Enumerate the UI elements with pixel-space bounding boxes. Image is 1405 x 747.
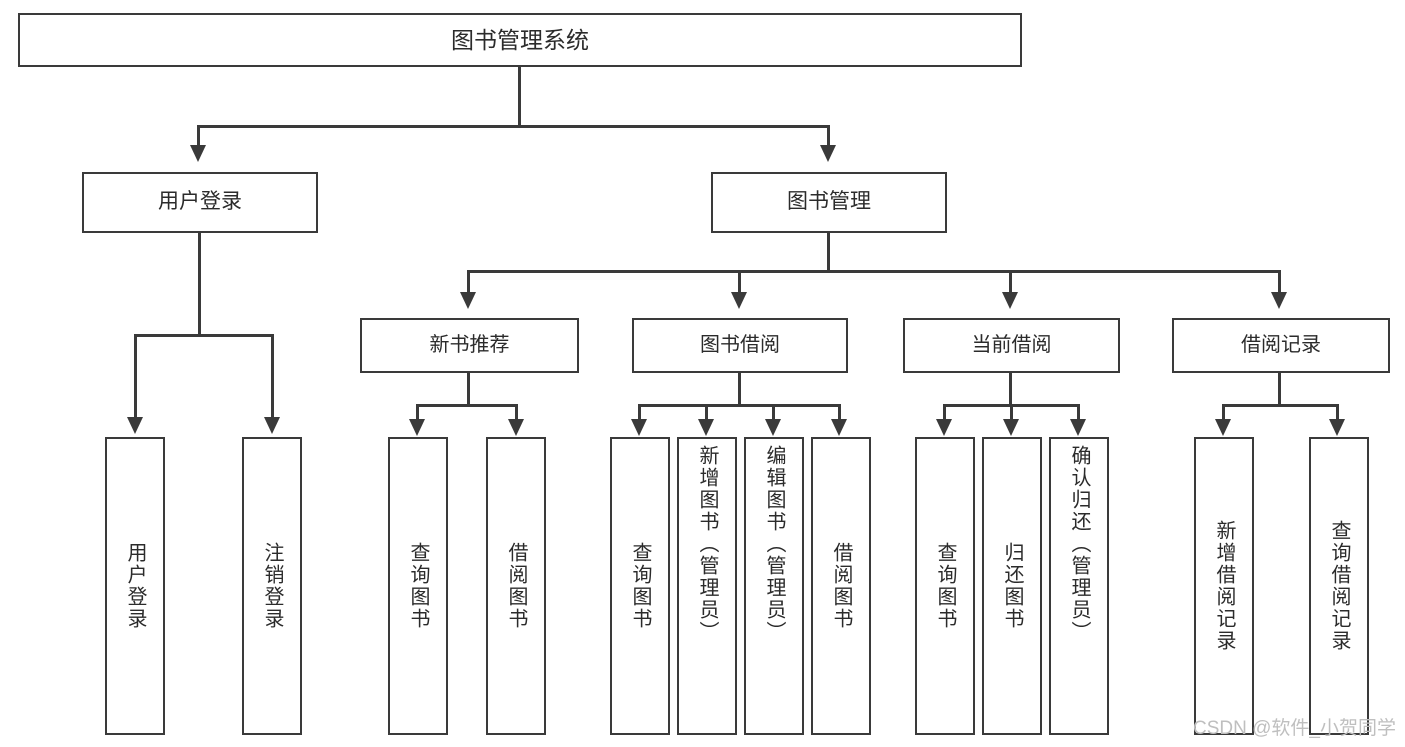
arrow-newbook-l1 — [409, 419, 425, 436]
leaf-currentborrow-return-book[interactable]: 归还图书 — [982, 437, 1042, 735]
connector-bookmgmt-bus — [467, 270, 1281, 273]
node-new-book-recommend[interactable]: 新书推荐 — [360, 318, 579, 373]
arrow-bookmgmt-c3 — [1002, 292, 1018, 309]
node-user-login[interactable]: 用户登录 — [82, 172, 318, 233]
node-root-system[interactable]: 图书管理系统 — [18, 13, 1022, 67]
node-book-borrow[interactable]: 图书借阅 — [632, 318, 848, 373]
arrow-root-to-userlogin — [190, 145, 206, 162]
node-borrow-record[interactable]: 借阅记录 — [1172, 318, 1390, 373]
connector-bookmgmt-stem — [827, 233, 830, 272]
connector-bookborrow-stem — [738, 373, 741, 406]
node-label: 借阅图书 — [830, 542, 852, 630]
arrow-newbook-l2 — [508, 419, 524, 436]
node-label: 确认归还（管理员） — [1068, 445, 1090, 643]
arrow-bookborrow-l4 — [831, 419, 847, 436]
connector-bookmgmt-c1 — [467, 270, 470, 294]
connector-userlogin-leaf2 — [271, 334, 274, 419]
connector-newbook-bus — [416, 404, 518, 407]
node-label: 图书管理系统 — [451, 26, 589, 53]
connector-borrowrecord-l2 — [1336, 404, 1339, 421]
connector-bookborrow-l2 — [705, 404, 708, 421]
arrow-bookmgmt-c2 — [731, 292, 747, 309]
leaf-newbook-query-book[interactable]: 查询图书 — [388, 437, 448, 735]
connector-bookborrow-bus — [638, 404, 840, 407]
node-label: 新增图书（管理员） — [696, 445, 718, 643]
node-label: 新书推荐 — [429, 334, 510, 356]
node-label: 用户登录 — [124, 542, 146, 630]
arrow-bookborrow-l2 — [698, 419, 714, 436]
leaf-newbook-borrow-book[interactable]: 借阅图书 — [486, 437, 546, 735]
arrow-borrowrecord-l1 — [1215, 419, 1231, 436]
leaf-bookborrow-add-book[interactable]: 新增图书（管理员） — [677, 437, 737, 735]
node-label: 借阅图书 — [505, 542, 527, 630]
connector-root-stem — [518, 67, 521, 127]
node-label: 归还图书 — [1001, 542, 1023, 630]
arrow-bookborrow-l3 — [765, 419, 781, 436]
arrow-currentborrow-l1 — [936, 419, 952, 436]
arrow-bookmgmt-c4 — [1271, 292, 1287, 309]
arrow-currentborrow-l3 — [1070, 419, 1086, 436]
node-label: 新增借阅记录 — [1213, 520, 1235, 652]
connector-bookborrow-l3 — [772, 404, 775, 421]
node-label: 图书借阅 — [700, 334, 780, 356]
connector-root-to-userlogin — [197, 125, 200, 147]
connector-newbook-l2 — [515, 404, 518, 421]
node-label: 借阅记录 — [1241, 334, 1321, 356]
node-label: 注销登录 — [261, 542, 283, 630]
leaf-borrowrecord-add-record[interactable]: 新增借阅记录 — [1194, 437, 1254, 735]
node-label: 图书管理 — [787, 190, 871, 214]
connector-userlogin-bus — [134, 334, 273, 337]
connector-currentborrow-l1 — [943, 404, 946, 421]
connector-bookborrow-l1 — [638, 404, 641, 421]
arrow-bookmgmt-c1 — [460, 292, 476, 309]
connector-newbook-l1 — [416, 404, 419, 421]
connector-root-to-bookmgmt — [827, 125, 830, 147]
node-label: 查询图书 — [407, 542, 429, 630]
connector-borrowrecord-stem — [1278, 373, 1281, 406]
connector-bookmgmt-c2 — [738, 270, 741, 294]
arrow-userlogin-leaf1 — [127, 417, 143, 434]
connector-bookborrow-l4 — [838, 404, 841, 421]
node-label: 编辑图书（管理员） — [763, 445, 785, 643]
arrow-bookborrow-l1 — [631, 419, 647, 436]
node-label: 查询借阅记录 — [1328, 520, 1350, 652]
leaf-user-login-logout[interactable]: 注销登录 — [242, 437, 302, 735]
leaf-currentborrow-confirm-return[interactable]: 确认归还（管理员） — [1049, 437, 1109, 735]
connector-borrowrecord-l1 — [1222, 404, 1225, 421]
arrow-borrowrecord-l2 — [1329, 419, 1345, 436]
leaf-currentborrow-query-book[interactable]: 查询图书 — [915, 437, 975, 735]
connector-currentborrow-l2 — [1010, 404, 1013, 421]
node-label: 用户登录 — [158, 190, 242, 214]
node-label: 查询图书 — [629, 542, 651, 630]
arrow-root-to-bookmgmt — [820, 145, 836, 162]
arrow-currentborrow-l2 — [1003, 419, 1019, 436]
leaf-borrowrecord-query-record[interactable]: 查询借阅记录 — [1309, 437, 1369, 735]
node-label: 查询图书 — [934, 542, 956, 630]
node-label: 当前借阅 — [971, 334, 1052, 356]
connector-userlogin-stem — [198, 233, 201, 336]
connector-userlogin-leaf1 — [134, 334, 137, 419]
arrow-userlogin-leaf2 — [264, 417, 280, 434]
connector-root-bus — [197, 125, 830, 128]
node-current-borrow[interactable]: 当前借阅 — [903, 318, 1120, 373]
connector-currentborrow-l3 — [1077, 404, 1080, 421]
connector-bookmgmt-c3 — [1009, 270, 1012, 294]
leaf-user-login-login[interactable]: 用户登录 — [105, 437, 165, 735]
leaf-bookborrow-borrow-book[interactable]: 借阅图书 — [811, 437, 871, 735]
connector-newbook-stem — [467, 373, 470, 406]
connector-borrowrecord-bus — [1222, 404, 1339, 407]
leaf-bookborrow-edit-book[interactable]: 编辑图书（管理员） — [744, 437, 804, 735]
connector-bookmgmt-c4 — [1278, 270, 1281, 294]
leaf-bookborrow-query-book[interactable]: 查询图书 — [610, 437, 670, 735]
connector-currentborrow-stem — [1009, 373, 1012, 406]
node-book-management[interactable]: 图书管理 — [711, 172, 947, 233]
